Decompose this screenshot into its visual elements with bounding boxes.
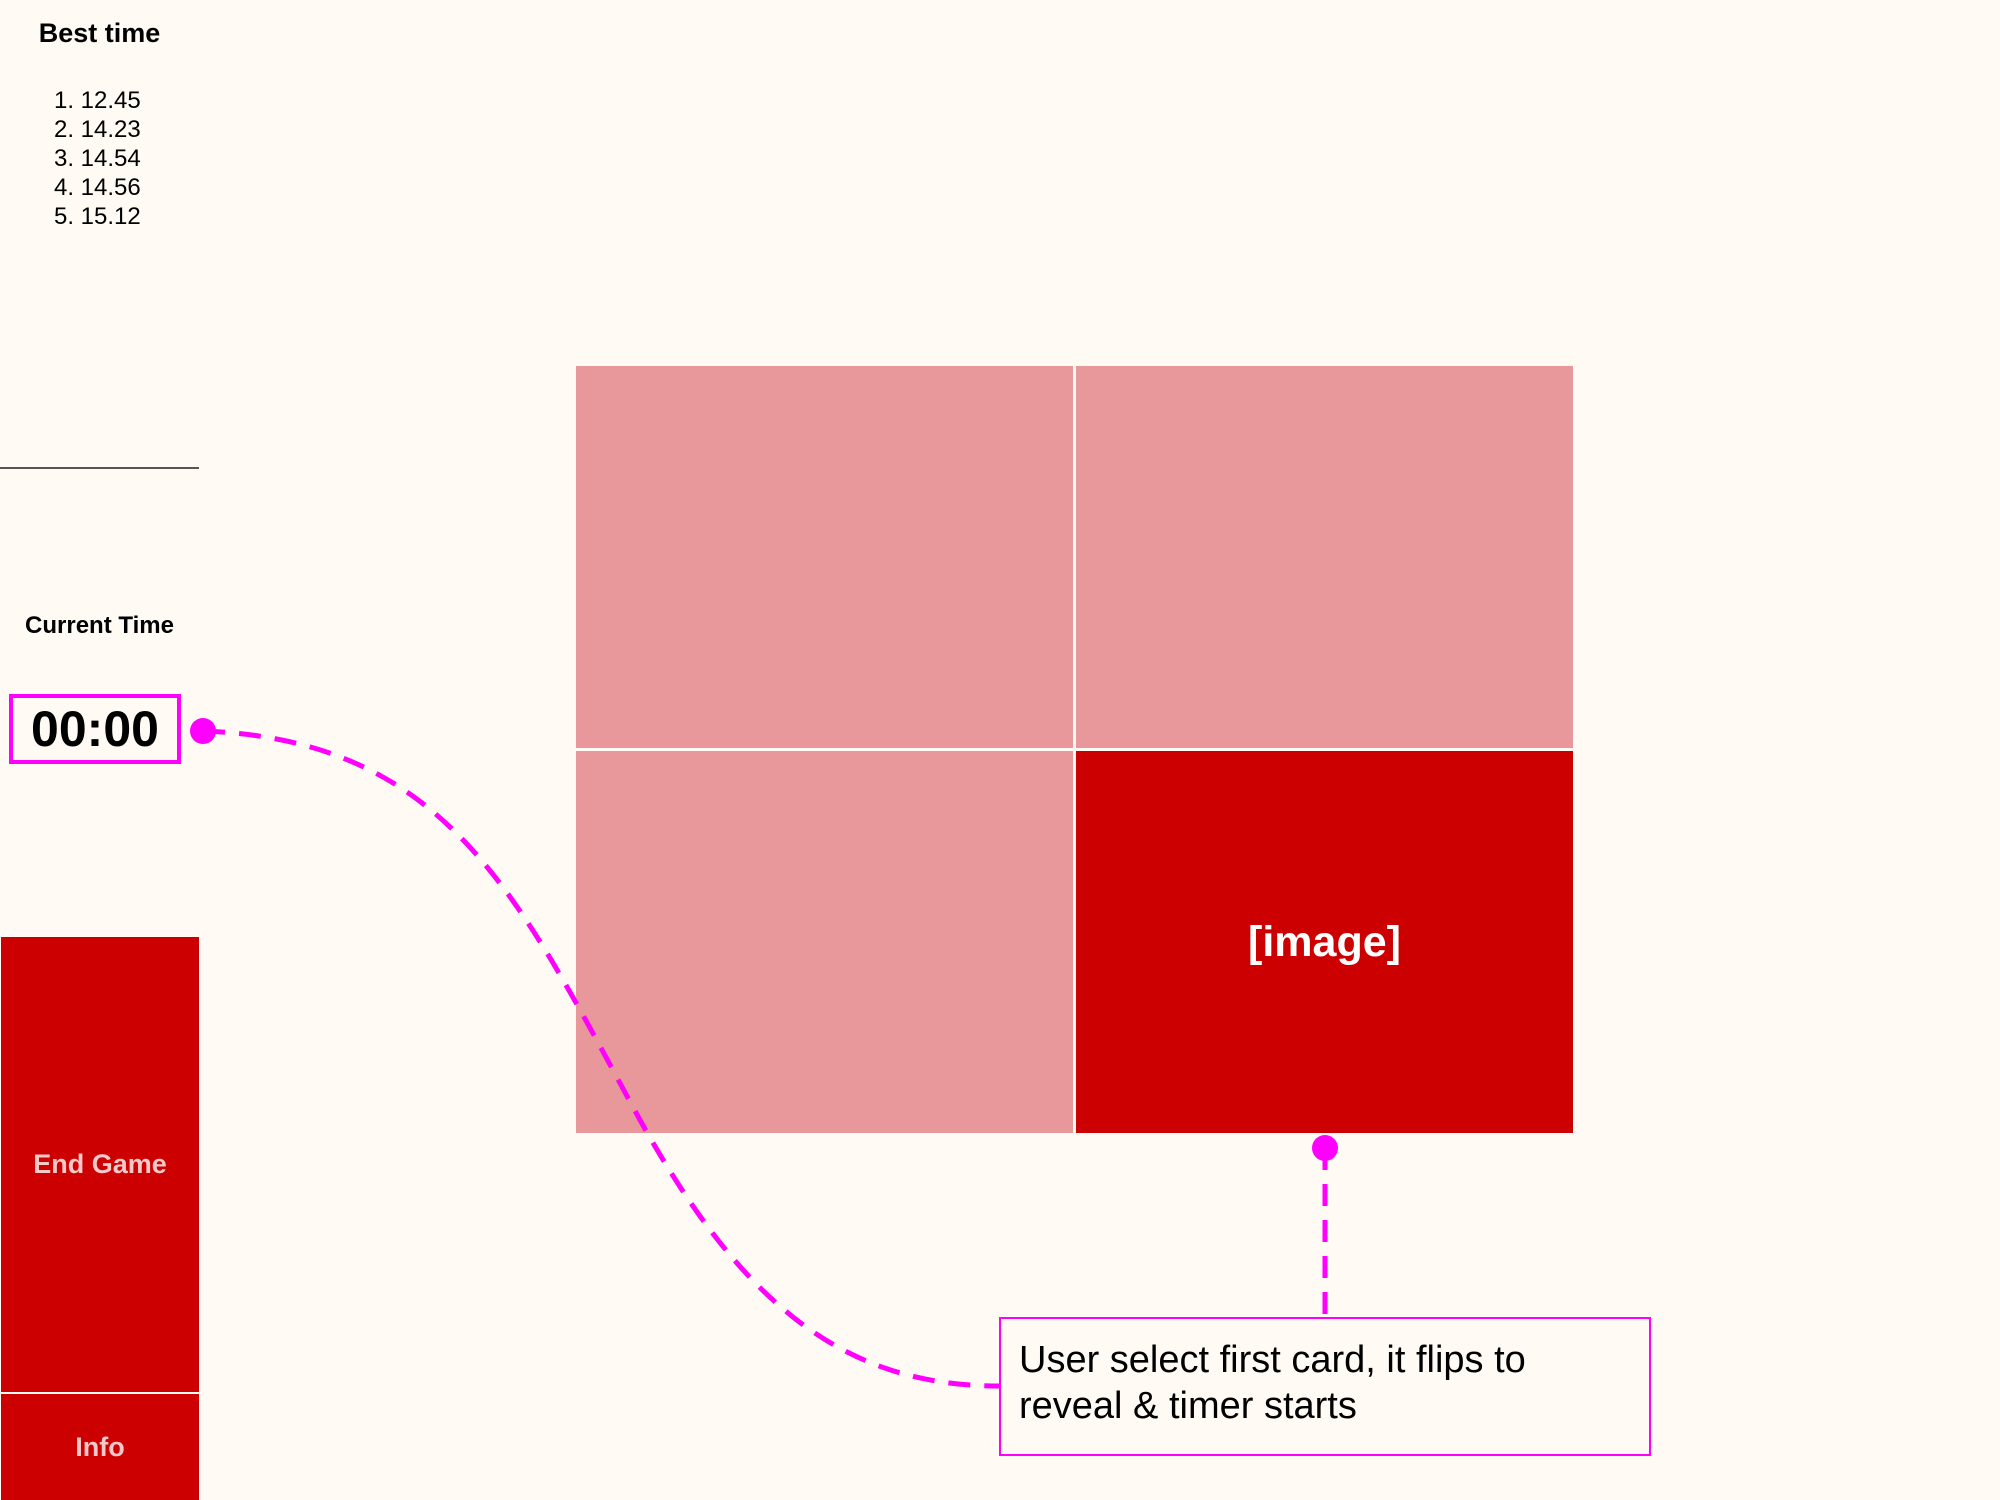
card-hidden[interactable] xyxy=(576,751,1073,1133)
end-game-button[interactable]: End Game xyxy=(1,937,199,1392)
best-time-item: 4. 14.56 xyxy=(54,174,141,201)
info-button[interactable]: Info xyxy=(1,1394,199,1500)
best-time-item: 2. 14.23 xyxy=(54,116,141,143)
card-image-placeholder: [image] xyxy=(1248,917,1401,966)
card-revealed[interactable]: [image] xyxy=(1076,751,1573,1133)
timer-connector-dot xyxy=(190,718,216,744)
best-time-item: 5. 15.12 xyxy=(54,203,141,230)
card-hidden[interactable] xyxy=(1076,366,1573,748)
annotation-note: User select first card, it flips to reve… xyxy=(999,1317,1651,1456)
current-time-title: Current Time xyxy=(25,612,174,639)
best-time-title: Best time xyxy=(38,18,161,48)
sidebar-divider xyxy=(0,467,199,469)
best-time-item: 1. 12.45 xyxy=(54,87,141,114)
best-times-list: 1. 12.45 2. 14.23 3. 14.54 4. 14.56 5. 1… xyxy=(54,86,141,231)
timer-display: 00:00 xyxy=(9,694,181,764)
best-time-item: 3. 14.54 xyxy=(54,145,141,172)
card-hidden[interactable] xyxy=(576,366,1073,748)
card-connector-dot xyxy=(1312,1135,1338,1161)
